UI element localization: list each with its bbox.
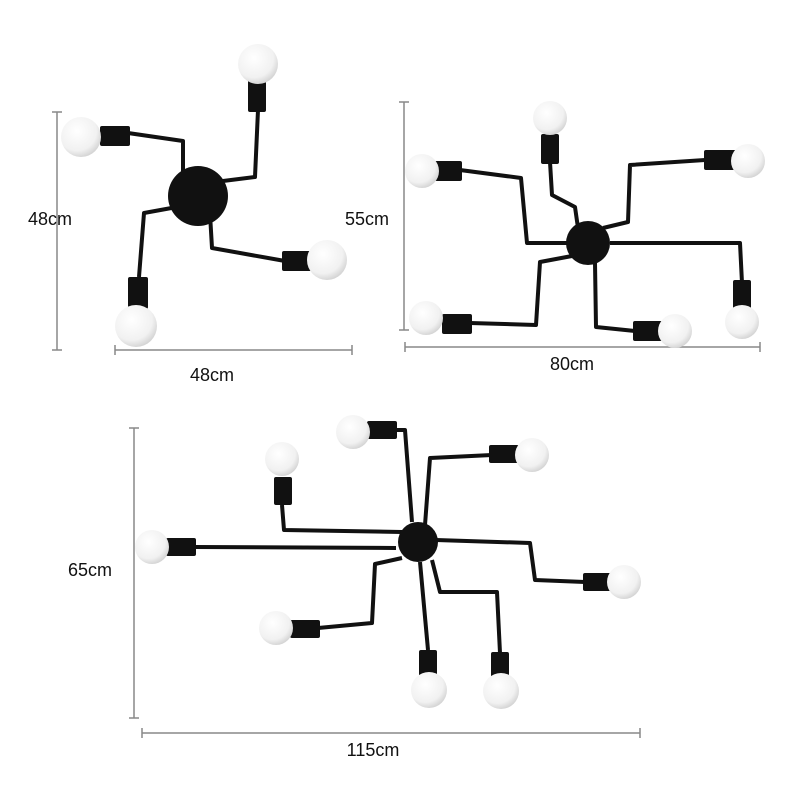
arm-large-3 [423, 453, 493, 526]
socket-small-2 [248, 80, 266, 112]
socket-medium-4 [733, 280, 751, 310]
socket-small-4 [128, 277, 148, 309]
fixture-medium-6-arm [399, 101, 765, 352]
height-label-medium: 55cm [345, 209, 390, 229]
socket-medium-1 [432, 161, 462, 181]
bulb-large-4 [135, 530, 169, 564]
bulb-small-1 [61, 117, 101, 157]
ceiling-plate-large [398, 522, 438, 562]
socket-large-5 [583, 573, 613, 591]
socket-medium-6 [442, 314, 472, 334]
socket-small-1 [100, 126, 130, 146]
arm-large-8 [430, 559, 502, 654]
bulb-large-1 [265, 442, 299, 476]
bulb-large-3 [515, 438, 549, 472]
socket-medium-2 [541, 134, 559, 164]
arm-large-2 [395, 428, 414, 523]
arm-large-1 [280, 504, 403, 534]
socket-large-2 [367, 421, 397, 439]
arm-medium-3 [602, 158, 706, 230]
arm-large-5 [435, 538, 586, 584]
bulb-medium-2 [533, 101, 567, 135]
socket-large-7 [419, 650, 437, 678]
height-label-large: 65cm [68, 560, 113, 580]
bulb-medium-3 [731, 144, 765, 178]
bulb-large-8 [483, 673, 519, 709]
arm-medium-2 [548, 161, 580, 229]
width-label-large: 115cm [346, 740, 400, 760]
bulb-large-7 [411, 672, 447, 708]
socket-medium-3 [704, 150, 736, 170]
bulb-large-5 [607, 565, 641, 599]
bulb-large-6 [259, 611, 293, 645]
arm-medium-4 [610, 241, 744, 284]
socket-large-4 [166, 538, 196, 556]
socket-large-8 [491, 652, 509, 680]
bulb-small-3 [307, 240, 347, 280]
arm-medium-5 [593, 262, 636, 333]
height-label-small: 48cm [28, 209, 73, 229]
ceiling-plate-small [168, 166, 228, 226]
socket-medium-5 [633, 321, 663, 341]
arm-large-7 [418, 561, 430, 651]
socket-large-6 [290, 620, 320, 638]
arm-medium-6 [469, 254, 573, 327]
socket-large-1 [274, 477, 292, 505]
arm-medium-1 [459, 168, 568, 245]
socket-small-3 [282, 251, 312, 271]
bulb-medium-5 [658, 314, 692, 348]
arm-small-4 [137, 205, 178, 278]
fixture-large-8-arm [129, 415, 641, 738]
dimension-lines-small [52, 111, 353, 355]
arm-small-3 [208, 213, 286, 263]
bulb-medium-1 [405, 154, 439, 188]
bulb-small-2 [238, 44, 278, 84]
width-label-small: 48cm [189, 365, 235, 385]
bulb-medium-6 [409, 301, 443, 335]
bulb-small-4 [115, 305, 157, 347]
bulb-medium-4 [725, 305, 759, 339]
bulb-large-2 [336, 415, 370, 449]
width-label-medium: 80cm [549, 354, 595, 374]
socket-large-3 [489, 445, 519, 463]
arm-large-4 [194, 545, 397, 550]
fixture-small-4-arm [52, 44, 353, 355]
arm-large-6 [317, 556, 403, 630]
dimension-lines-medium [399, 101, 761, 352]
dimension-lines-large [129, 427, 641, 738]
arm-small-2 [214, 109, 260, 184]
ceiling-plate-medium [566, 221, 610, 265]
